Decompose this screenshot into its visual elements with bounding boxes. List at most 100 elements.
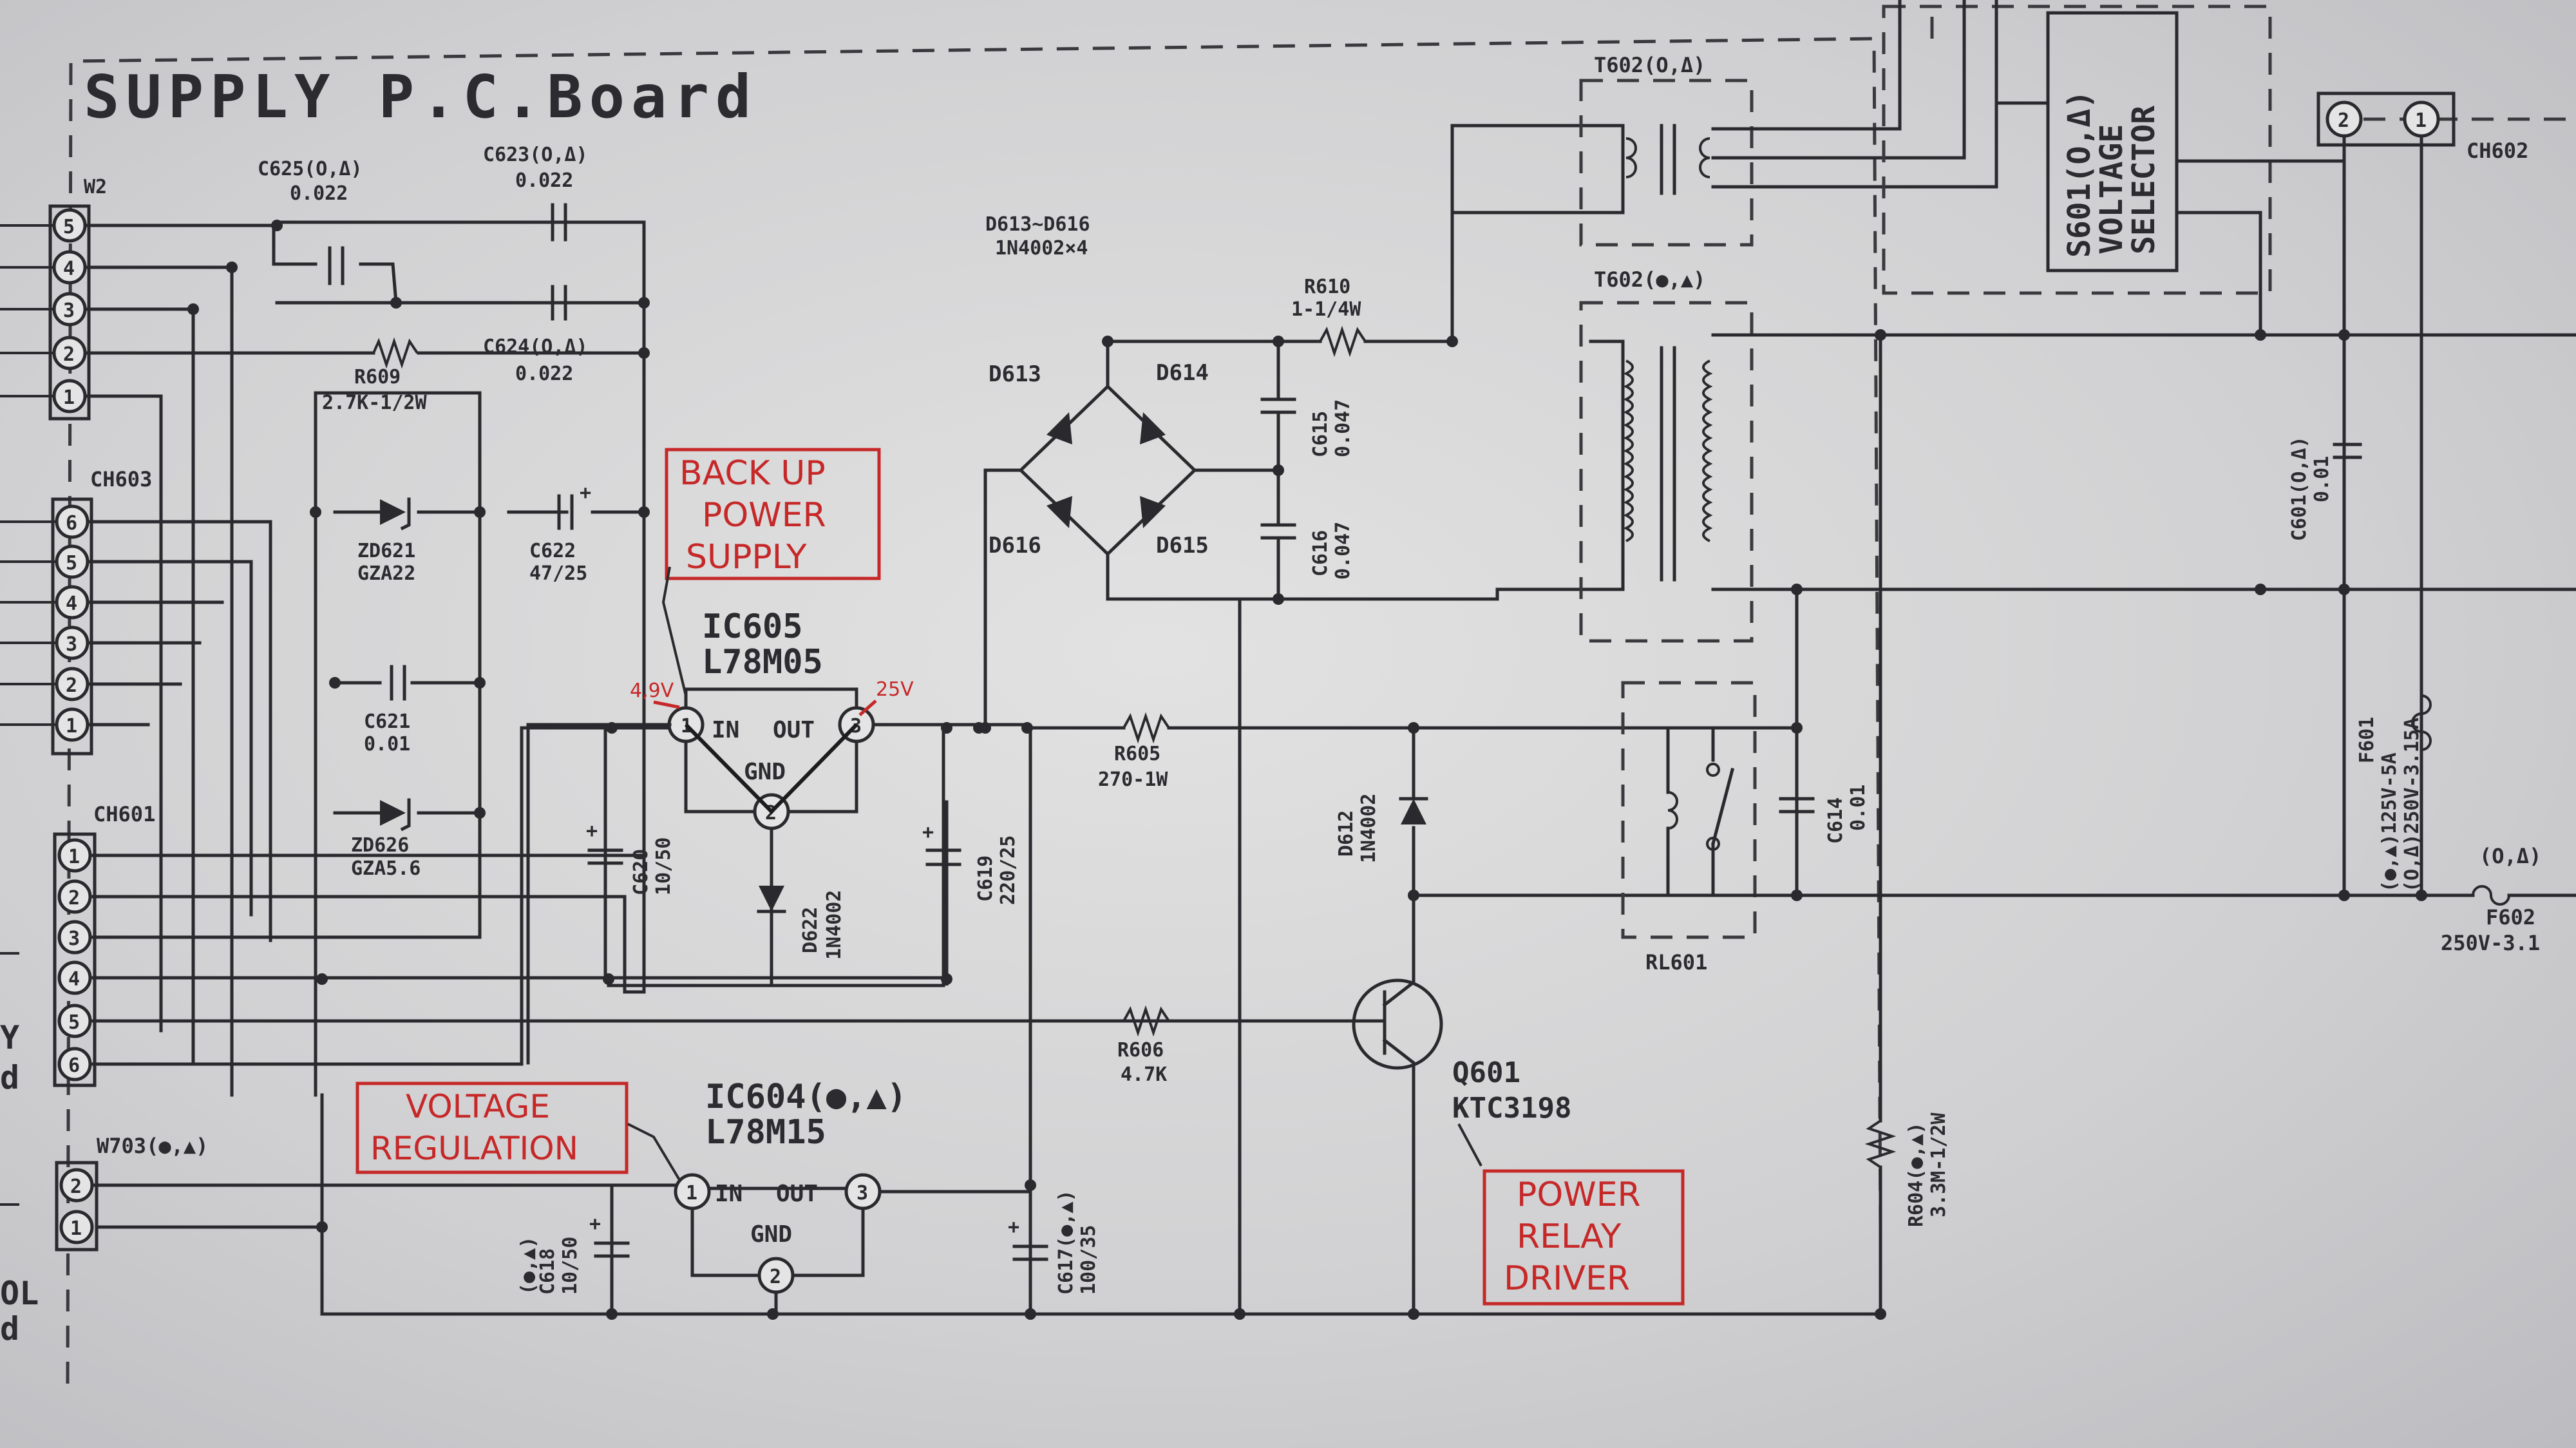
svg-text:GND: GND: [750, 1221, 792, 1248]
t602-transformer-lower: T602(●,▲): [1579, 267, 2576, 643]
voltage-out-label: 25V: [876, 678, 914, 701]
f601-fuse: F601 (●,▲)125V-5A (O,Δ)250V-3.15A: [2356, 694, 2432, 892]
svg-text:POWER: POWER: [702, 496, 826, 535]
svg-text:C615: C615: [1309, 411, 1332, 457]
svg-text:C601(O,Δ): C601(O,Δ): [2288, 436, 2311, 541]
svg-text:IN: IN: [715, 1181, 743, 1207]
ic605-regulator[interactable]: IC605 L78M05 1 3 2 IN OUT GND: [667, 607, 875, 830]
w703-connector: [55, 1161, 99, 1252]
ch601-pins: 1 2 3 4 5 6: [57, 838, 92, 1081]
c618-capacitor: + (●,▲) C618 10/50: [517, 1213, 630, 1295]
voltage-in-label: 4,9V: [630, 680, 674, 702]
svg-text:4: 4: [63, 258, 75, 280]
svg-text:D615: D615: [1156, 533, 1209, 558]
svg-text:GZA5.6: GZA5.6: [351, 857, 421, 880]
svg-text:0.022: 0.022: [515, 363, 573, 385]
r605-resistor: R605 270-1W: [1025, 712, 1792, 791]
svg-text:+: +: [589, 1213, 601, 1235]
c620-capacitor: + C620 10/50: [586, 820, 675, 895]
svg-text:C620: C620: [630, 849, 652, 895]
voltage-regulation-annotation: VOLTAGE REGULATION: [355, 1081, 684, 1186]
c614-capacitor: C614 0.01: [1779, 785, 1870, 844]
svg-text:1: 1: [70, 1217, 82, 1240]
svg-text:RELAY: RELAY: [1517, 1217, 1622, 1256]
svg-text:2.7K-1/2W: 2.7K-1/2W: [322, 392, 427, 414]
svg-text:(●,▲): (●,▲): [517, 1237, 540, 1295]
ch603-connector: [51, 497, 93, 756]
svg-text:C619: C619: [974, 855, 997, 902]
svg-text:(O,Δ)250V-3.15A: (O,Δ)250V-3.15A: [2401, 718, 2423, 892]
svg-text:1: 1: [68, 846, 80, 868]
svg-text:0.047: 0.047: [1332, 399, 1354, 457]
svg-text:+: +: [1008, 1216, 1019, 1239]
svg-text:0.022: 0.022: [290, 182, 348, 205]
svg-text:IC605: IC605: [702, 607, 803, 646]
svg-text:OL: OL: [0, 1275, 39, 1312]
svg-text:4: 4: [68, 968, 80, 991]
svg-text:GZA22: GZA22: [357, 562, 415, 585]
c615-capacitor: C615 0.047: [1260, 339, 1354, 472]
svg-text:C621: C621: [364, 710, 410, 733]
svg-text:5: 5: [66, 552, 77, 575]
svg-text:(●,▲)125V-5A: (●,▲)125V-5A: [2378, 752, 2401, 892]
s601-voltage-selector[interactable]: S601(O,Δ) VOLTAGE SELECTOR: [1882, 5, 2272, 295]
t602-transformer-upper: T602(O,Δ): [1579, 53, 1998, 247]
svg-text:D613~D616: D613~D616: [985, 213, 1090, 236]
w2-connector: [48, 204, 91, 421]
ch603-pins: 6 5 4 3 2 1: [55, 504, 90, 742]
svg-text:R604(●,▲): R604(●,▲): [1905, 1122, 1927, 1227]
svg-text:L78M05: L78M05: [702, 643, 823, 681]
svg-text:(O,Δ): (O,Δ): [2479, 844, 2541, 868]
c616-capacitor: C616 0.047: [1260, 468, 1354, 601]
q601-transistor: Q601 KTC3198: [1352, 893, 1571, 1316]
svg-text:0.01: 0.01: [2311, 456, 2333, 502]
r604-resistor: R604(●,▲) 3.3M-1/2W: [1864, 333, 1950, 1316]
svg-text:F602: F602: [2486, 905, 2535, 929]
svg-text:BACK UP: BACK UP: [679, 454, 826, 493]
w703-label: W703(●,▲): [97, 1134, 208, 1158]
svg-text:VOLTAGE: VOLTAGE: [406, 1088, 550, 1125]
svg-text:ZD626: ZD626: [351, 834, 409, 857]
svg-text:5: 5: [68, 1011, 80, 1034]
svg-text:POWER: POWER: [1517, 1176, 1641, 1214]
c601-capacitor: C601(O,Δ) 0.01: [2288, 436, 2362, 541]
svg-text:L78M15: L78M15: [705, 1113, 826, 1152]
c623-capacitor: C623(O,Δ) 0.022: [397, 144, 646, 242]
ch603-label: CH603: [90, 467, 152, 491]
svg-text:1: 1: [66, 715, 77, 738]
svg-text:6: 6: [66, 512, 77, 535]
svg-text:CH602: CH602: [2467, 138, 2528, 163]
svg-text:0.022: 0.022: [515, 169, 573, 192]
svg-text:Q601: Q601: [1452, 1056, 1520, 1089]
c617-capacitor: + C617(●,▲) 100/35: [1008, 1190, 1100, 1295]
svg-text:3: 3: [66, 633, 77, 656]
w703-pin-1: [59, 1210, 94, 1244]
ch601-label: CH601: [93, 802, 155, 826]
ic604-regulator[interactable]: IC604(●,▲) L78M15 1 3 2 IN OUT GND: [674, 1078, 907, 1294]
f602-fuse: (O,Δ) F602 250V-3.1: [2342, 844, 2576, 955]
bridge-rectifier: D613~D616 1N4002×4 D613 D614 D615 D616: [983, 213, 1280, 601]
board-title: SUPPLY P.C.Board: [84, 62, 757, 131]
svg-text:100/35: 100/35: [1077, 1225, 1100, 1295]
svg-text:R610: R610: [1304, 276, 1350, 298]
svg-text:d: d: [0, 1310, 19, 1348]
svg-text:220/25: 220/25: [997, 835, 1019, 905]
svg-text:C618: C618: [536, 1248, 559, 1295]
svg-text:2: 2: [63, 343, 75, 366]
svg-text:d: d: [0, 1059, 19, 1096]
svg-text:C623(O,Δ): C623(O,Δ): [483, 144, 588, 166]
svg-text:5: 5: [63, 216, 75, 238]
svg-text:1N4002: 1N4002: [823, 890, 846, 960]
ch601-connector: [53, 832, 97, 1087]
w2-pins: 5 4 3 2 1: [52, 208, 87, 414]
svg-text:1: 1: [686, 1182, 697, 1205]
svg-text:VOLTAGE: VOLTAGE: [2094, 124, 2130, 254]
r610-resistor: R610 1-1/4W: [1276, 276, 1454, 357]
svg-text:1N4002×4: 1N4002×4: [995, 237, 1088, 260]
svg-text:SUPPLY: SUPPLY: [686, 538, 807, 576]
svg-text:C625(O,Δ): C625(O,Δ): [258, 158, 363, 180]
c624-capacitor: C624(O,Δ) 0.022: [394, 285, 646, 385]
svg-text:2: 2: [66, 674, 77, 697]
svg-text:R606: R606: [1117, 1039, 1164, 1062]
